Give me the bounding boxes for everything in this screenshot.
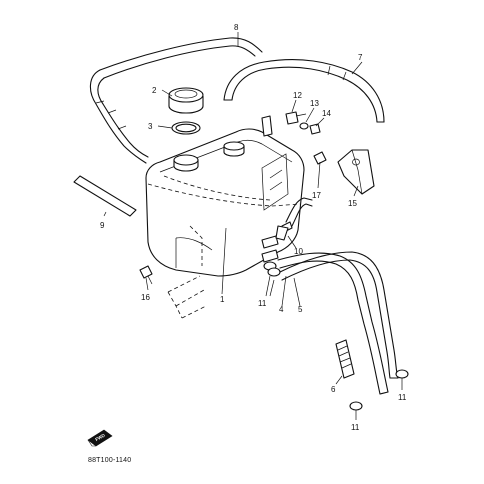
leader-lines	[103, 32, 403, 420]
callout-16: 16	[141, 293, 150, 302]
part-7-breather-hose	[223, 59, 385, 123]
callout-1: 1	[220, 295, 225, 304]
fwd-label: FWD	[94, 432, 106, 442]
part-8-breather-hose	[89, 37, 263, 164]
callout-5: 5	[298, 305, 303, 314]
callout-15: 15	[348, 199, 357, 208]
callout-11-a: 11	[258, 299, 267, 308]
parts-4-5-fuel-hoses	[277, 251, 399, 395]
part-16-bolt	[139, 265, 153, 285]
callout-labels: 1 2 3 4 5 6 7 8 9 10 11 11 11 12 13 14 1…	[100, 23, 407, 432]
tank-vent-hose	[285, 197, 313, 227]
part-17-grommet	[313, 151, 327, 165]
part-2-filler-cap	[168, 87, 204, 114]
callout-6: 6	[331, 385, 336, 394]
callout-4: 4	[279, 305, 284, 314]
callout-14: 14	[322, 109, 331, 118]
callout-7: 7	[358, 53, 363, 62]
part-3-gasket	[171, 121, 201, 135]
part-6-protector	[335, 339, 355, 379]
part-15-bracket	[337, 149, 375, 195]
callout-8: 8	[234, 23, 239, 32]
part-1-fuel-tank	[145, 115, 305, 277]
callout-2: 2	[152, 86, 157, 95]
callout-11-b: 11	[398, 393, 407, 402]
part-14-nut	[309, 123, 321, 135]
callout-17: 17	[312, 191, 321, 200]
callout-10: 10	[294, 247, 303, 256]
part-12-bolt	[285, 111, 307, 125]
diagram-code: 88T100-1140	[88, 457, 132, 464]
callout-3: 3	[148, 122, 153, 131]
callout-9: 9	[100, 221, 105, 230]
callout-13: 13	[310, 99, 319, 108]
fwd-arrow-icon: FWD	[87, 429, 113, 447]
part-11-clips	[263, 261, 409, 411]
part-13-washer	[299, 122, 309, 130]
callout-11-c: 11	[351, 423, 360, 432]
frame-reference	[167, 275, 207, 319]
part-10-clamp	[275, 225, 289, 241]
callout-12: 12	[293, 91, 302, 100]
part-9-pad	[73, 175, 137, 217]
